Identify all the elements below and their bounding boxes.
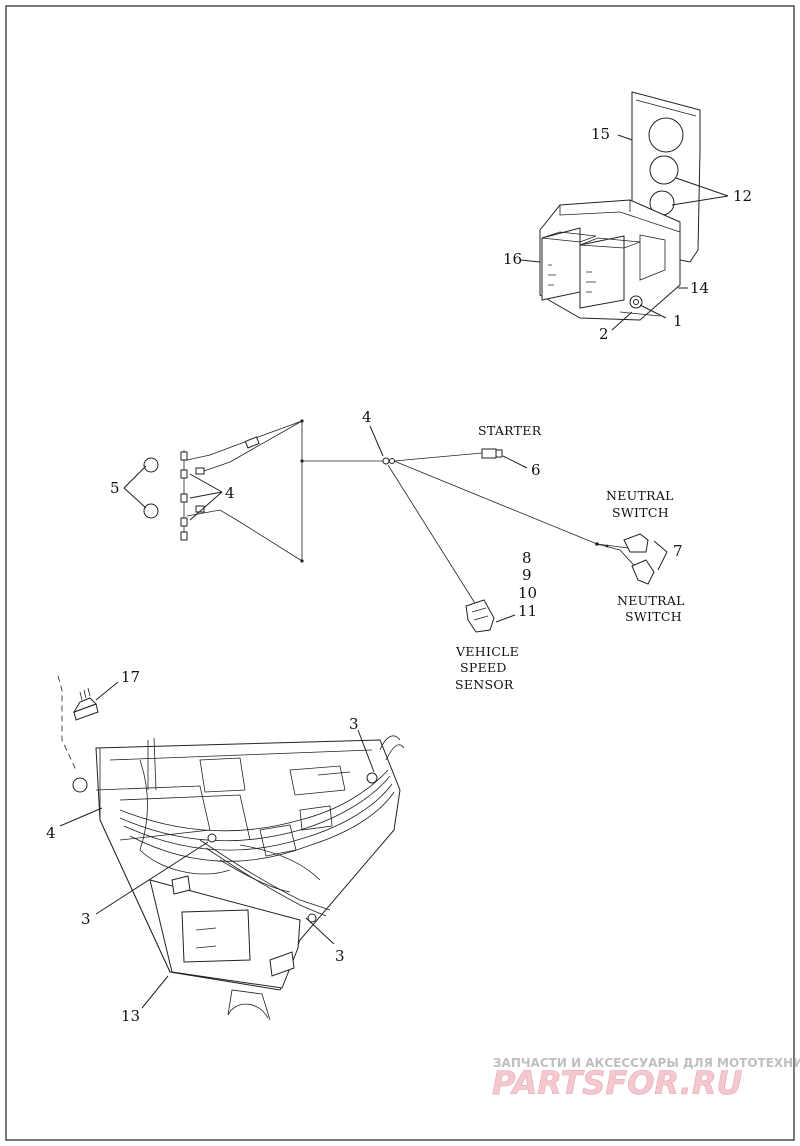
callout-3-left: 3	[81, 910, 91, 928]
watermark: ЗАПЧАСТИ И АКСЕССУАРЫ ДЛЯ МОТОТЕХНИКИ PA…	[492, 1056, 800, 1102]
neutral-switch-connector-b	[631, 559, 655, 585]
callout-5: 5	[110, 479, 120, 497]
screw-17	[72, 687, 99, 721]
callout-1: 1	[673, 312, 683, 330]
label-neutral-switch-top-2: SWITCH	[612, 505, 669, 520]
watermark-tagline: ЗАПЧАСТИ И АКСЕССУАРЫ ДЛЯ МОТОТЕХНИКИ	[493, 1056, 800, 1070]
label-vehicle: VEHICLE	[455, 644, 519, 659]
neutral-switch-connector-a	[623, 533, 649, 553]
wiring-harness	[143, 419, 655, 633]
label-starter: STARTER	[478, 423, 542, 438]
page-border	[5, 5, 795, 1141]
callout-4-harness: 4	[225, 484, 235, 502]
callout-3-top: 3	[349, 715, 359, 733]
label-neutral-switch-bottom-2: SWITCH	[625, 609, 682, 624]
callout-11: 11	[518, 602, 537, 620]
callout-12: 12	[733, 187, 752, 205]
label-neutral-switch-bottom-1: NEUTRAL	[617, 593, 685, 608]
callout-14: 14	[690, 279, 709, 297]
callout-10: 10	[518, 584, 537, 602]
label-speed: SPEED	[460, 660, 507, 675]
watermark-logo: PARTSFOR.RU	[492, 1064, 742, 1102]
callout-8: 8	[522, 549, 532, 567]
callout-7: 7	[673, 542, 683, 560]
callout-17: 17	[121, 668, 140, 686]
speed-sensor-connector	[465, 599, 495, 633]
relay-assembly	[539, 91, 701, 321]
callout-3-right: 3	[335, 947, 345, 965]
callout-16: 16	[503, 250, 522, 268]
callout-13: 13	[121, 1007, 140, 1025]
label-sensor: SENSOR	[455, 677, 514, 692]
callout-4-junction: 4	[362, 408, 372, 426]
callout-9: 9	[522, 566, 532, 584]
starter-connector	[481, 448, 497, 459]
callout-2: 2	[599, 325, 609, 343]
label-neutral-switch-top-1: NEUTRAL	[606, 488, 674, 503]
callout-15: 15	[591, 125, 610, 143]
callout-4-caddy: 4	[46, 824, 56, 842]
callout-6: 6	[531, 461, 541, 479]
electrical-caddy	[57, 675, 405, 1021]
